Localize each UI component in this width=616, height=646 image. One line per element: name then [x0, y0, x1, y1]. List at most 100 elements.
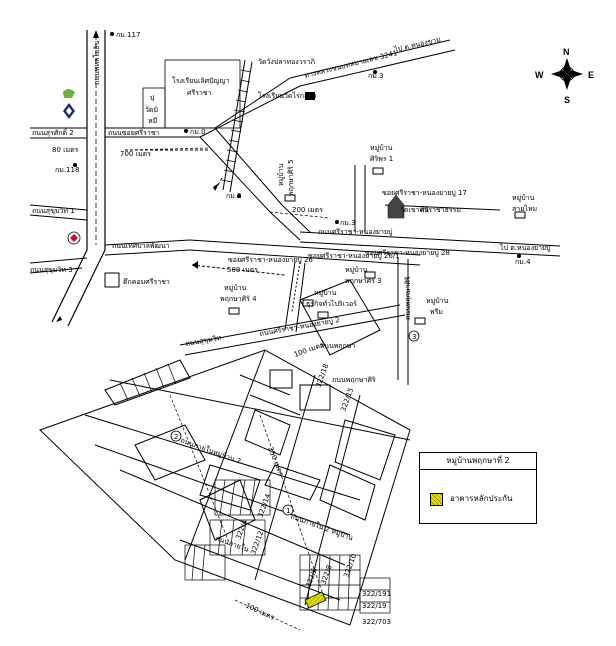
label-school-1: โรงเรียนเลิศปัญญา — [172, 76, 229, 85]
ne-diagonal-road — [199, 39, 456, 138]
label-dist-700: 700 เมตร — [120, 150, 151, 158]
label-temple-mid2: ศรีราชาธรรม — [420, 206, 461, 214]
house-icon-7 — [514, 211, 526, 219]
label-rd-local2: ถนนพฤกษาศิริ — [332, 376, 376, 384]
label-km0: กม.0 — [190, 128, 206, 136]
label-village-5: หมู่บ้าน — [277, 163, 285, 186]
lots-left — [184, 479, 271, 581]
label-village-nr: หมู่บ้าน — [426, 297, 449, 305]
label-rd-local: ถนนพฤกษา — [320, 342, 356, 350]
label-p8: 322/10 — [342, 553, 358, 579]
label-dist-100-bottom: 100 เมตร — [244, 602, 276, 622]
label-p10: 322/19 — [362, 602, 387, 610]
label-rd-vertical-right: ถนนพฤกษาศิริ — [404, 276, 412, 320]
label-rd-inner-1: ถนนภายในหมู่บ้าน 2 — [179, 435, 242, 465]
label-village-tk: หมู่บ้าน — [314, 289, 337, 297]
label-village-5b: พฤกษาศิริ 5 — [287, 159, 295, 196]
development-area — [39, 279, 411, 626]
label-village-1b: ศิริพร 1 — [370, 155, 393, 163]
label-village-4: หมู่บ้าน — [224, 284, 247, 292]
label-small-3: หมี — [148, 117, 157, 125]
east-road — [104, 127, 215, 256]
label-dist-200: 200 เมตร — [292, 206, 323, 214]
compass-e: E — [588, 70, 594, 80]
compass-w: W — [535, 70, 544, 80]
label-p7: 322/8 — [319, 564, 333, 586]
label-km3-top: กม.3 — [368, 72, 384, 80]
label-km117: กม.117 — [116, 31, 140, 39]
circle-1: 1 — [286, 507, 290, 515]
south-road — [189, 239, 421, 333]
road-to-nongyaibu — [299, 165, 561, 385]
circle-2: 2 — [174, 433, 178, 441]
compass-s: S — [564, 95, 570, 105]
compass: N S E W — [535, 47, 594, 105]
house-icon-4 — [228, 307, 240, 315]
label-km3-mid: กม.3 — [340, 219, 356, 227]
label-village-1: หมู่บ้าน — [370, 144, 393, 152]
label-rd-surasak2: ถนนสุรศักดิ์ 2 — [32, 127, 74, 137]
house-icon-2 — [284, 194, 296, 202]
label-p5: 322/4 — [234, 518, 249, 540]
distance-lines — [124, 147, 331, 631]
house-icon-3 — [302, 299, 314, 307]
label-rd-top: ทางหลวงชนบทหมายเลข 3241 — [304, 49, 399, 80]
label-rd-lower-diag: ถนนศรีราชา-หนองยายบู่ 2 — [259, 316, 340, 338]
label-dist-250: 250 เมตร — [266, 446, 285, 478]
bank-logo-blue-icon — [63, 103, 75, 119]
legend-box: หมู่บ้านพฤกษาที่ 2 อาคารหลักประกัน — [419, 452, 537, 524]
label-village-rightb: สายไหม — [512, 204, 537, 213]
label-village-4b: พฤกษาศิริ 4 — [220, 295, 257, 303]
label-small-2: วัดมิ — [145, 106, 158, 114]
temple-icon-top — [305, 92, 315, 100]
label-small-1: ปุ — [150, 94, 155, 102]
house-icon-1 — [372, 167, 384, 175]
label-dist-500: 500 เมตร — [227, 266, 258, 274]
label-village-3b: พฤกษาศิริ 3 — [345, 277, 382, 285]
label-soi26: ซอยศรีราชา-หนองยายบู่ 26 — [228, 256, 313, 264]
label-village-3: หมู่บ้าน — [345, 266, 368, 274]
circle-3: 3 — [412, 333, 416, 341]
small-block — [142, 87, 166, 129]
label-km118: กม.118 — [55, 166, 79, 174]
label-p9: 322/191 — [362, 590, 391, 598]
label-village-tkb: ธุรกิจทั่วไปริเวอร์ — [306, 299, 357, 308]
label-soi28: ซอยศรีราชา-หนองยายบู่ 28 — [365, 249, 450, 257]
label-village-nrb: พรีม — [430, 308, 443, 316]
lots-bottom — [299, 554, 391, 614]
label-rd-srn: ถนนศรีราชา-หนองยายบู่ — [318, 228, 393, 236]
label-dist-80: 80 เมตร — [52, 146, 79, 154]
left-roads — [29, 127, 88, 274]
label-km2: กม.2 — [226, 192, 242, 200]
circle-markers: 2 3 1 — [170, 330, 420, 516]
label-dist-100-top: 100 เมตร — [293, 341, 325, 359]
railway — [221, 59, 253, 193]
bldg-kk-icon — [104, 272, 120, 288]
label-to-nongkham: ไป ต.หนองขาม — [392, 35, 441, 55]
label-bldg-kk: ตึกคอมศรีราชา — [123, 277, 170, 286]
landmark-icons — [62, 32, 526, 325]
compass-n: N — [563, 47, 570, 57]
km-marker-icons — [73, 32, 521, 258]
temple-icon-mid — [387, 194, 405, 219]
label-rd-left-1: ถนนสุขุมวิท 1 — [32, 207, 75, 215]
label-soi17: ซอยศรีราชา-หนองยายบู่ 17 — [382, 189, 467, 197]
label-school-1b: ศรีราชา — [187, 89, 212, 97]
map-labels: กม.117 ถนนพหลโยธิน โรงเรียนเลิศปัญญา ศรี… — [30, 31, 551, 626]
label-school-2: โรงเรียนวัดไร่กล้วย — [258, 91, 316, 100]
house-icon-6 — [414, 317, 426, 325]
label-temple-mid: วัดเขาดิน — [400, 206, 429, 214]
label-rd-inner-2: ถนนภายใน 2 หมู่บ้าน — [289, 511, 354, 542]
central-road — [199, 127, 311, 241]
label-temple-top: วัดวังปลาทองวราภิ — [258, 58, 315, 66]
legend-title: หมู่บ้านพฤกษาที่ 2 — [420, 453, 536, 470]
label-soi26-1: ซอยศรีราชา-หนองยายบู่ 26/1 — [308, 252, 400, 260]
label-rd-left-2: ถนนเทศบาลพัฒนา — [112, 242, 170, 250]
label-village-right: หมู่บ้าน — [512, 194, 535, 202]
house-icon-8 — [364, 271, 376, 279]
label-rd-left-3: ถนนสุขุมวิท 3 — [30, 266, 73, 274]
sukhumvit-road — [179, 304, 406, 356]
label-p2: 322/15 — [339, 387, 355, 413]
